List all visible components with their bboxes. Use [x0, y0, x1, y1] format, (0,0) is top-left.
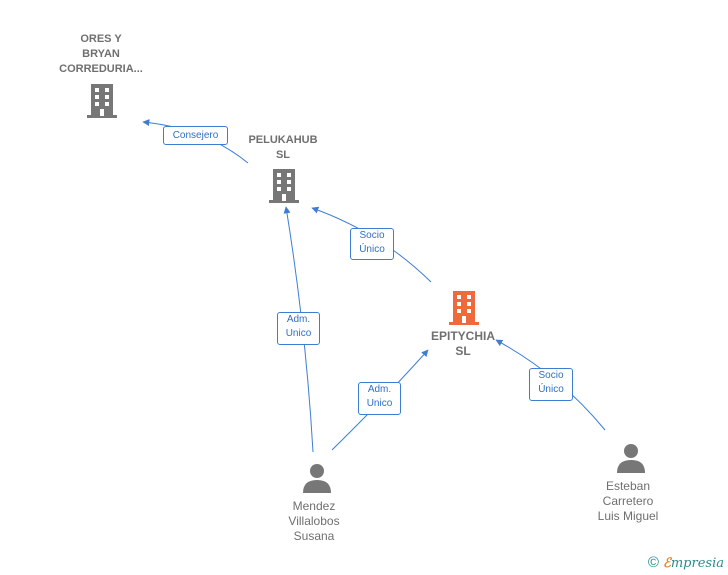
node-label-epitychia[interactable]: EPITYCHIA SL [430, 329, 495, 358]
person-icon[interactable] [302, 463, 332, 493]
edge-label-adm-unico[interactable]: Adm. Unico [358, 382, 401, 415]
building-icon[interactable] [86, 83, 118, 119]
node-label-ores[interactable]: ORES Y BRYAN CORREDURIA... [59, 33, 143, 75]
edge-label-adm-unico[interactable]: Adm. Unico [277, 312, 320, 345]
building-icon[interactable] [268, 168, 300, 204]
node-label-esteban[interactable]: Esteban Carretero Luis Miguel [597, 479, 659, 523]
edge-label-socio-unico[interactable]: Socio Único [529, 368, 573, 401]
node-label-mendez[interactable]: Mendez Villalobos Susana [288, 499, 340, 543]
edge-label-socio-unico[interactable]: Socio Único [350, 228, 394, 260]
copyright-icon: © [647, 554, 659, 571]
person-icon[interactable] [616, 443, 646, 473]
brand-logo-e: ℰ [662, 556, 671, 571]
edge-label-consejero[interactable]: Consejero [163, 126, 228, 145]
brand-name: mpresia [670, 556, 724, 571]
empresia-watermark: ©ℰmpresia [648, 554, 724, 571]
building-icon[interactable] [448, 290, 480, 326]
node-label-pelukahub[interactable]: PELUKAHUB SL [248, 134, 318, 161]
